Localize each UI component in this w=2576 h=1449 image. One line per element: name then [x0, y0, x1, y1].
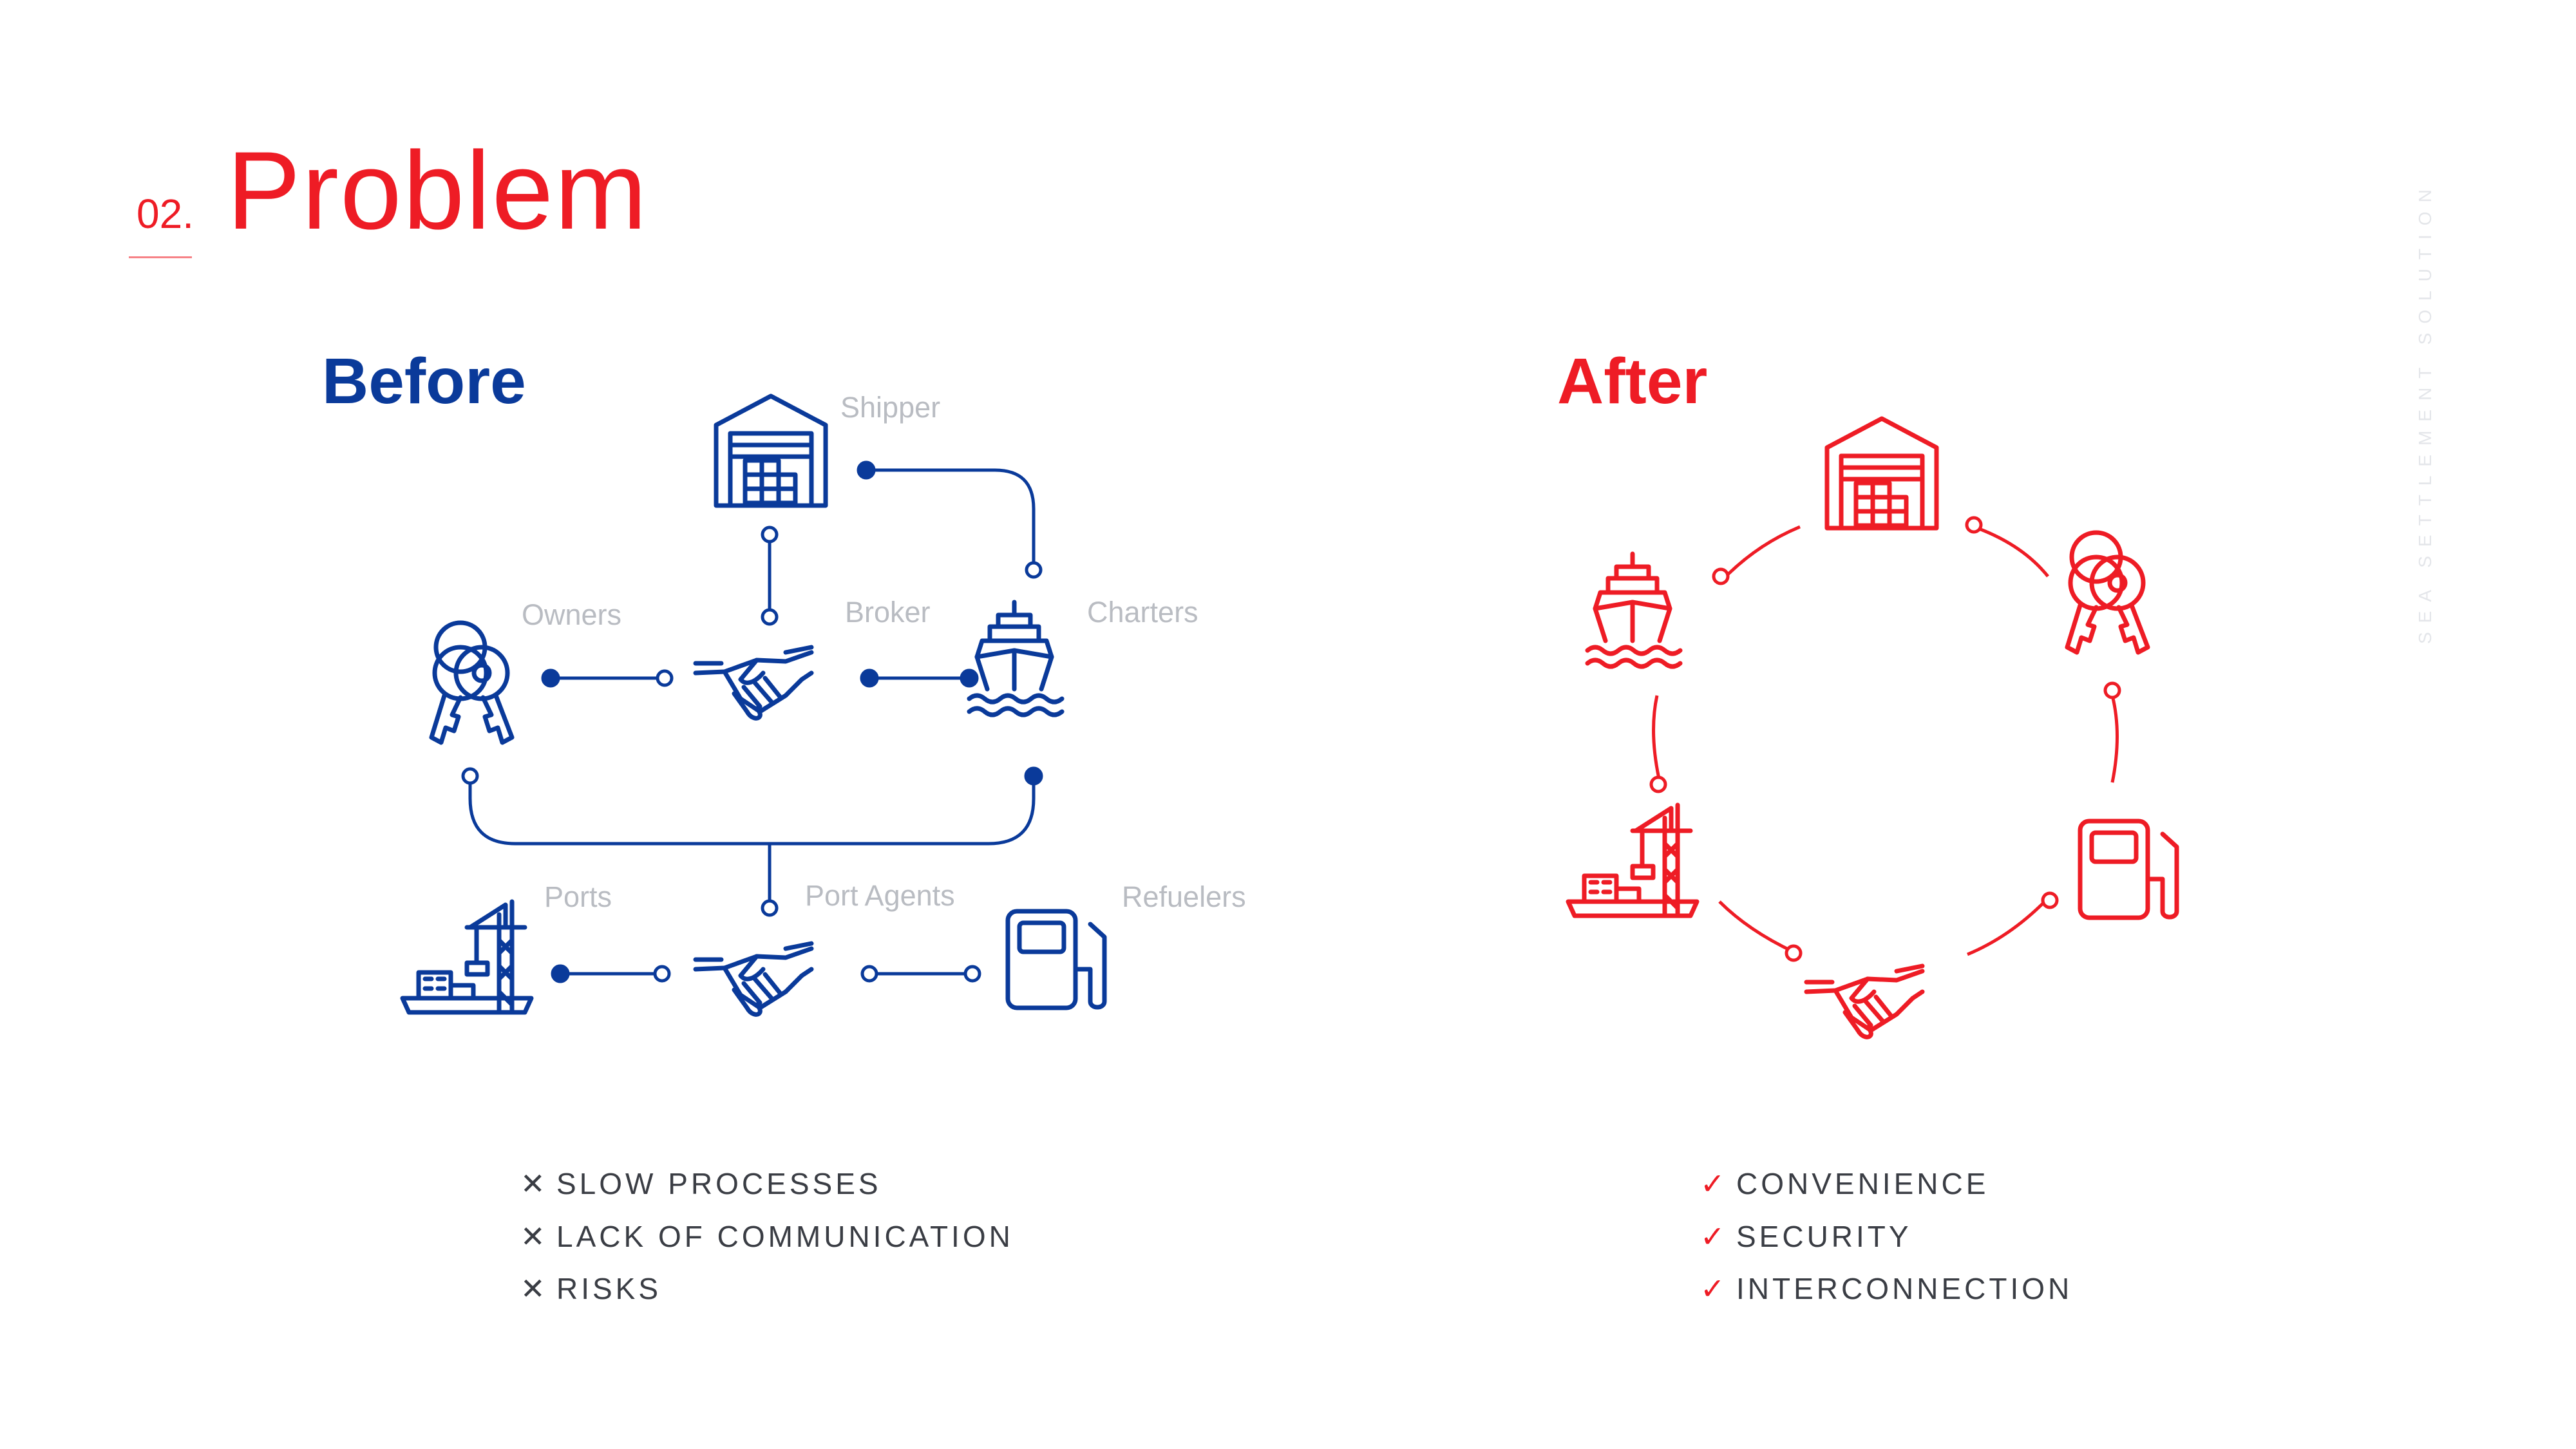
before-heading: Before [322, 345, 526, 417]
label-refuelers: Refuelers [1122, 880, 1246, 913]
list-item: ✓CONVENIENCE [1700, 1169, 1989, 1198]
list-item: ✕SLOW PROCESSES [520, 1169, 882, 1198]
x-mark-icon: ✕ [520, 1167, 549, 1200]
page-title: Problem [227, 129, 649, 252]
handshake-icon [696, 943, 811, 1014]
fuel-pump-icon [1008, 911, 1104, 1008]
port-crane-icon [1568, 805, 1697, 916]
after-dots [1649, 516, 2121, 962]
section-underline [129, 256, 192, 258]
x-mark-icon: ✕ [520, 1272, 549, 1305]
label-shipper: Shipper [840, 391, 941, 424]
label-owners: Owners [522, 598, 622, 631]
list-item-text: RISKS [556, 1272, 662, 1305]
warehouse-icon [1827, 419, 1937, 528]
x-mark-icon: ✕ [520, 1220, 549, 1253]
fuel-pump-icon [2080, 821, 2177, 918]
list-item: ✓INTERCONNECTION [1700, 1274, 2072, 1303]
check-mark-icon: ✓ [1700, 1220, 1728, 1253]
list-item-text: LACK OF COMMUNICATION [556, 1220, 1014, 1253]
ship-icon [1587, 554, 1680, 667]
keys-icon [431, 623, 512, 743]
list-item: ✕LACK OF COMMUNICATION [520, 1222, 1014, 1251]
keys-icon [2067, 533, 2148, 652]
list-item-text: SLOW PROCESSES [556, 1167, 882, 1200]
list-item-text: INTERCONNECTION [1736, 1272, 2073, 1305]
list-item: ✓SECURITY [1700, 1222, 1912, 1251]
check-mark-icon: ✓ [1700, 1167, 1728, 1200]
before-dots [461, 460, 1043, 983]
label-port-agents: Port Agents [805, 879, 955, 912]
before-connectors [468, 468, 1036, 976]
port-crane-icon [402, 902, 531, 1012]
after-connectors [1652, 525, 2119, 956]
handshake-icon [1806, 966, 1922, 1037]
handshake-icon [696, 647, 811, 718]
label-ports: Ports [544, 880, 612, 913]
label-broker: Broker [845, 596, 931, 629]
section-number: 02. [137, 191, 194, 237]
ship-icon [969, 602, 1062, 715]
list-item-text: SECURITY [1736, 1220, 1912, 1253]
list-item-text: CONVENIENCE [1736, 1167, 1989, 1200]
list-item: ✕RISKS [520, 1274, 661, 1303]
check-mark-icon: ✓ [1700, 1272, 1728, 1305]
warehouse-icon [716, 396, 826, 506]
label-charters: Charters [1087, 596, 1198, 629]
after-heading: After [1557, 345, 1708, 417]
